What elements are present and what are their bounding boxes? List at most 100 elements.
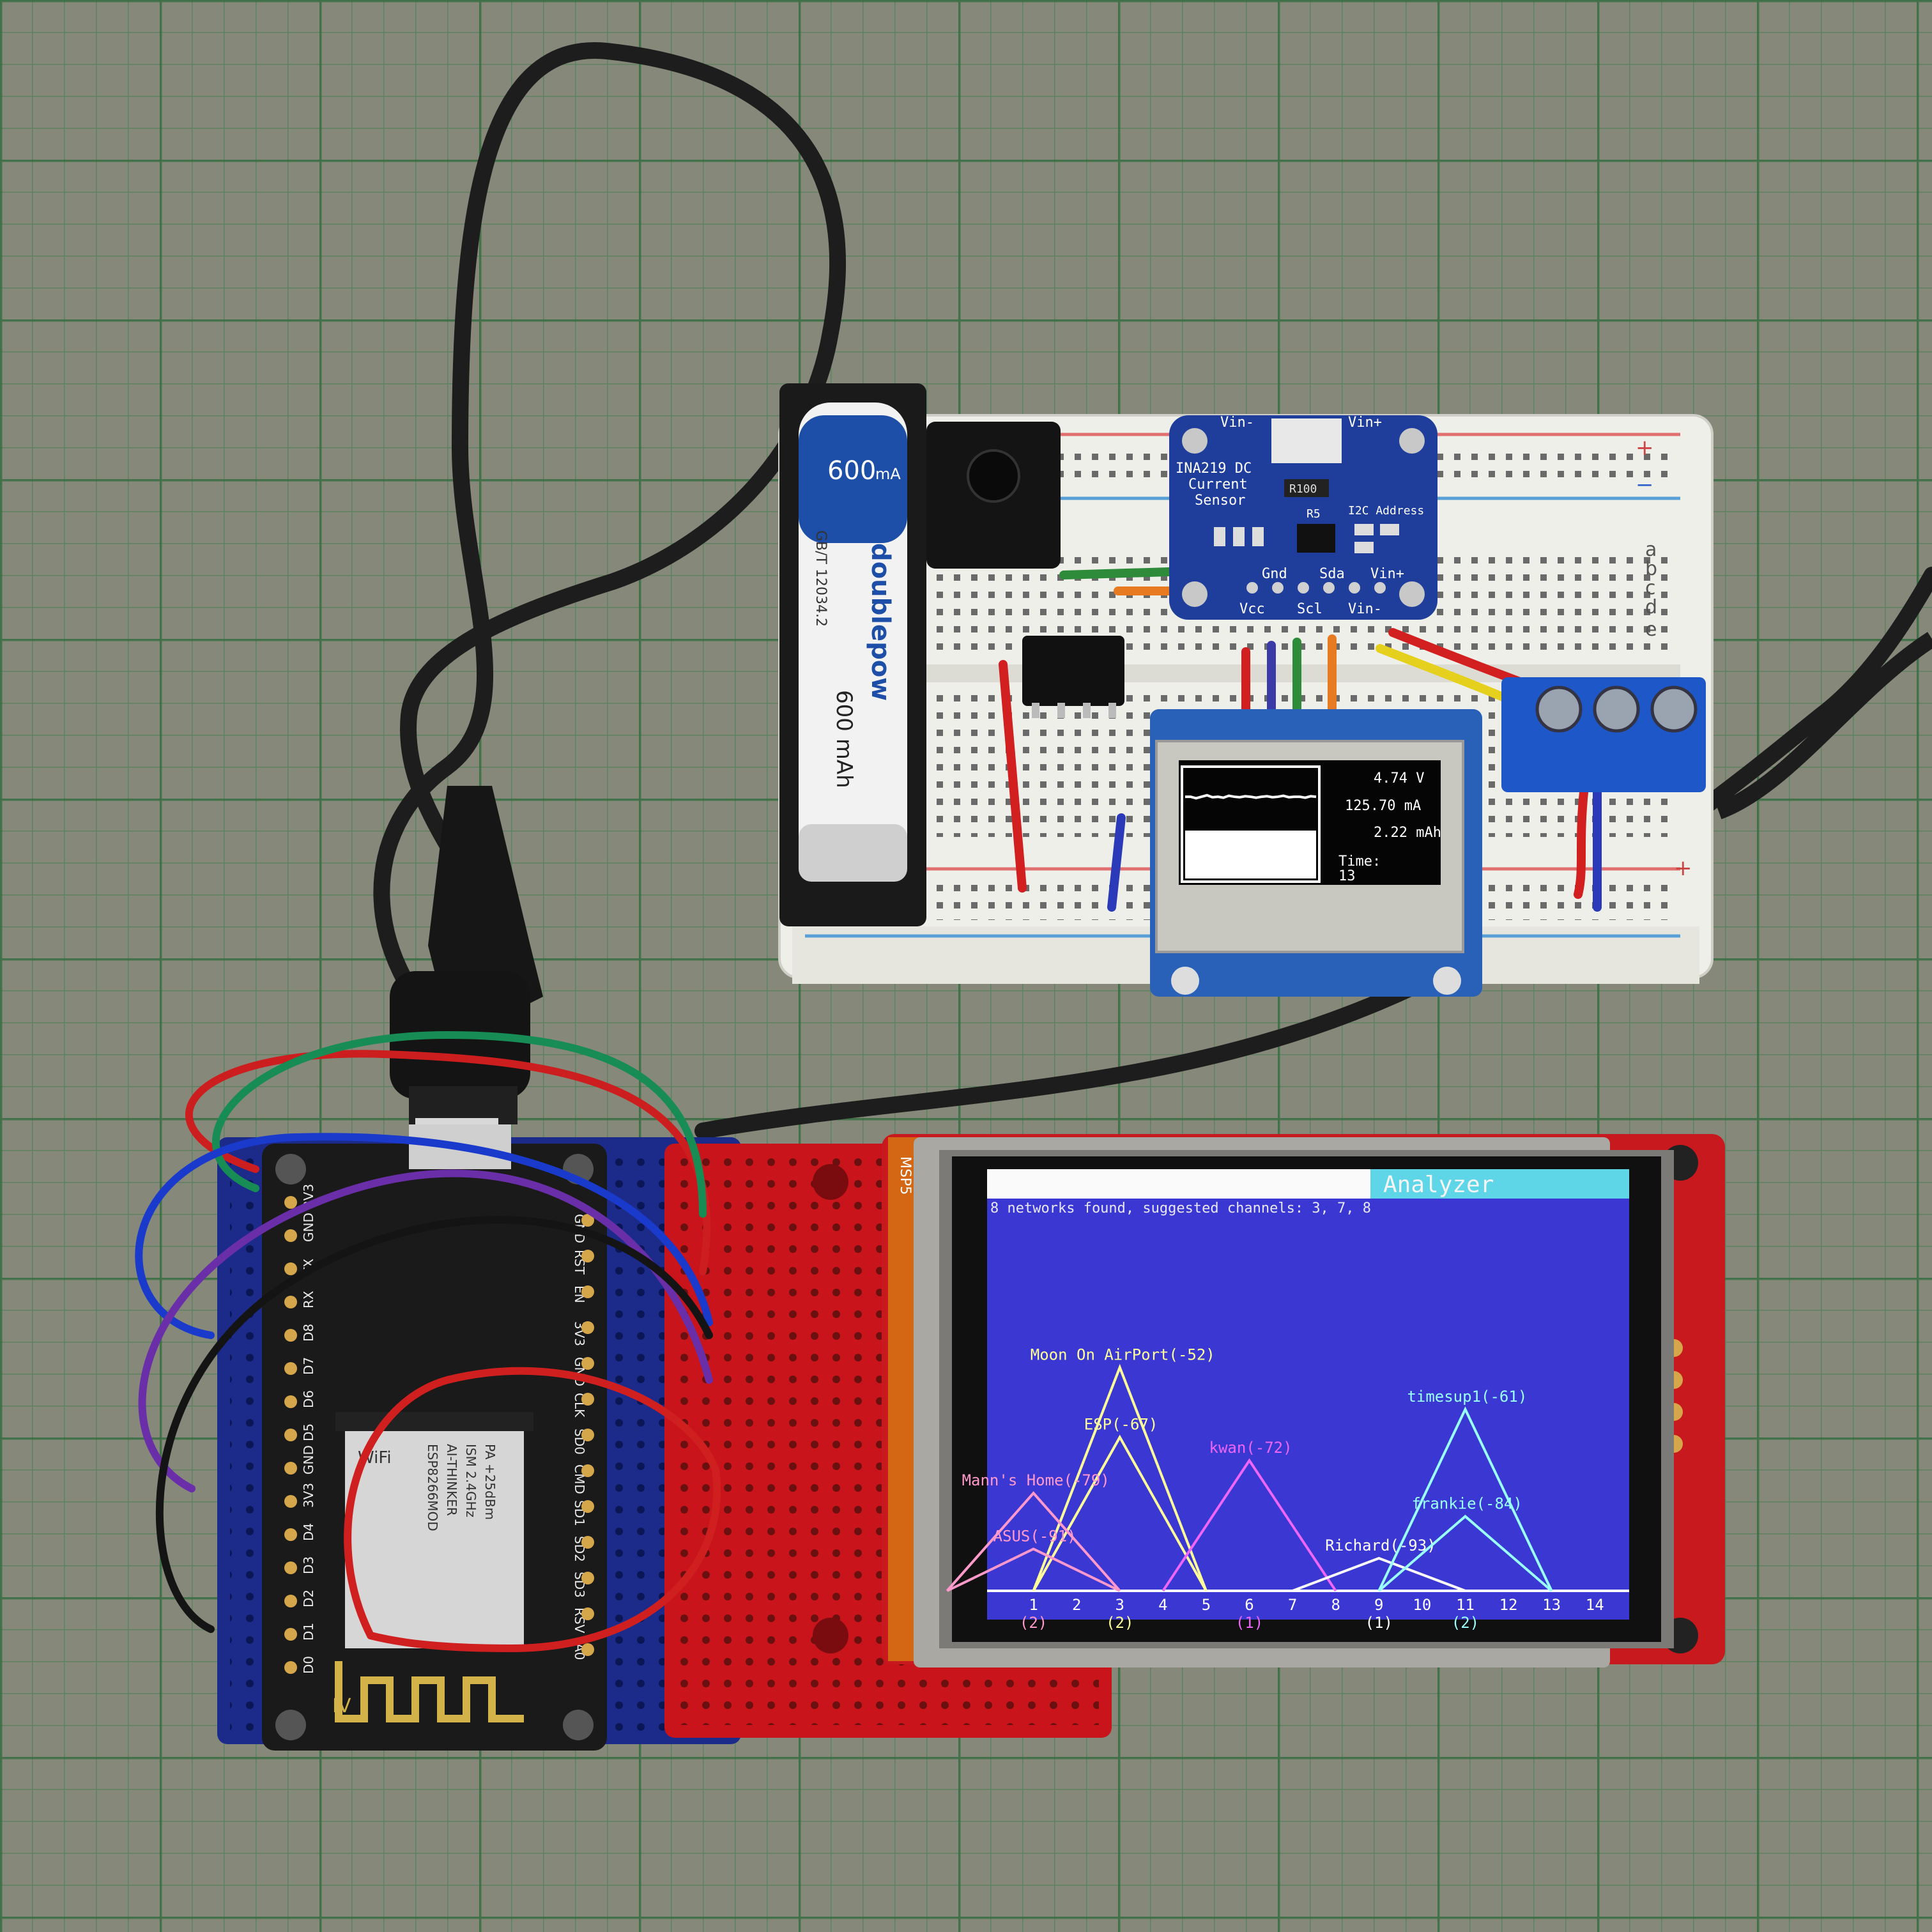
network-curve — [1162, 1458, 1337, 1592]
pin-pad — [581, 1643, 594, 1656]
pin-label-left: D4 — [301, 1523, 316, 1541]
pin-pad — [581, 1214, 594, 1227]
network-label: kwan(-72) — [1209, 1439, 1292, 1457]
channel-count-label: (2) — [1020, 1614, 1047, 1632]
antenna-label: IV — [332, 1695, 351, 1717]
pin-pad — [581, 1572, 594, 1584]
network-label: ASUS(-91) — [993, 1527, 1077, 1545]
tft-connector-label: MSP5 — [897, 1156, 913, 1195]
pin-pad — [284, 1628, 297, 1641]
network-label: Mann's Home(-79) — [962, 1471, 1110, 1489]
oled-module: 4.74 V 125.70 mA 2.22 mAh Time: 13 — [1150, 709, 1482, 997]
jumper-wires — [999, 567, 1602, 912]
pin-pad — [284, 1395, 297, 1408]
network-label: timesup1(-61) — [1407, 1388, 1527, 1406]
oled-energy: 2.22 mAh — [1374, 825, 1441, 841]
x-tick-label: 6 — [1245, 1596, 1254, 1614]
oled-trace-fill — [1185, 831, 1316, 878]
pin-pad — [284, 1329, 297, 1342]
oled-trace-box — [1181, 765, 1321, 883]
pin-pad — [284, 1661, 297, 1674]
network-label: ESP(-67) — [1084, 1416, 1158, 1434]
network-curve — [1032, 1363, 1208, 1591]
x-tick-label: 10 — [1413, 1596, 1431, 1614]
pin-pad — [581, 1536, 594, 1549]
ina219-subtitle2: Sensor — [1195, 493, 1245, 509]
x-tick-label: 5 — [1202, 1596, 1211, 1614]
oled-time-value: 13 — [1338, 868, 1356, 884]
pin-label-left: GND — [301, 1213, 316, 1242]
pin-pad — [581, 1321, 594, 1334]
x-tick-label: 9 — [1374, 1596, 1383, 1614]
push-button — [926, 422, 1061, 569]
usb-plug — [390, 786, 543, 1144]
pin-pad — [284, 1561, 297, 1574]
network-label: frankie(-84) — [1411, 1494, 1522, 1512]
pin-label-left: D3 — [301, 1556, 316, 1574]
pin-label-left: 3V3 — [301, 1483, 316, 1508]
row-letter-d: d — [1645, 596, 1657, 618]
x-tick-label: 8 — [1331, 1596, 1340, 1614]
battery-holder: 600 mA doublepow 600 mAh GB/T 12034.2 — [779, 383, 926, 926]
tft-status: 8 networks found, suggested channels: 3,… — [990, 1200, 1371, 1216]
pin-label-left: RX — [301, 1291, 316, 1308]
x-tick-label: 14 — [1586, 1596, 1604, 1614]
oled-time-label: Time: — [1338, 854, 1381, 870]
pin-pad — [581, 1464, 594, 1477]
pin-label-left: D0 — [301, 1656, 316, 1674]
pin-pad — [581, 1285, 594, 1298]
network-label: Moon On AirPort(-52) — [1031, 1346, 1215, 1363]
battery-unit: mA — [875, 465, 901, 483]
ina219-resistor: R100 — [1289, 482, 1317, 496]
pin-label-left: D6 — [301, 1390, 316, 1408]
ina219-pin-vcc: Vcc — [1239, 601, 1265, 617]
rail-plus-top: + — [1636, 435, 1654, 461]
pin-pad — [284, 1528, 297, 1541]
ina219-pin-sda: Sda — [1319, 566, 1345, 582]
ina219-subtitle1: Current — [1188, 477, 1248, 493]
network-curve — [946, 1547, 1121, 1592]
network-label: Richard(-93) — [1325, 1537, 1436, 1554]
oled-current: 125.70 mA — [1345, 798, 1421, 814]
x-tick-label: 2 — [1072, 1596, 1081, 1614]
module-line1: ESP8266MOD — [425, 1444, 440, 1531]
row-letter-e: e — [1645, 618, 1657, 641]
battery-standard: GB/T 12034.2 — [813, 530, 829, 627]
nodemcu-board: IV WiFi ESP8266MOD AI-THINKER ISM 2.4GHz… — [262, 1124, 607, 1751]
pin-pad — [581, 1393, 594, 1406]
x-tick-label: 4 — [1158, 1596, 1167, 1614]
ina219-r5: R5 — [1307, 507, 1321, 521]
x-tick-label: 11 — [1456, 1596, 1475, 1614]
network-curve — [1032, 1434, 1208, 1591]
pin-label-left: D1 — [301, 1623, 316, 1641]
network-curve — [946, 1491, 1121, 1592]
pin-pad — [284, 1362, 297, 1375]
pin-label-left: D8 — [301, 1324, 316, 1342]
ina219-vin-minus: Vin- — [1220, 415, 1254, 431]
pin-pad — [581, 1500, 594, 1513]
row-letter-a: a — [1645, 539, 1657, 561]
screw-terminal — [1501, 677, 1706, 792]
x-tick-label: 7 — [1288, 1596, 1297, 1614]
battery-brand: doublepow — [866, 543, 895, 701]
pin-label-left: D5 — [301, 1423, 316, 1441]
channel-count-label: (1) — [1236, 1614, 1263, 1632]
pin-label-left: GND — [301, 1445, 316, 1475]
network-curve — [1377, 1406, 1553, 1591]
ina219-pin-gnd: Gnd — [1262, 566, 1287, 582]
row-letter-c: c — [1645, 577, 1656, 599]
x-tick-label: 12 — [1499, 1596, 1518, 1614]
tft-screen — [987, 1169, 1629, 1620]
row-letter-b: b — [1645, 558, 1657, 580]
ina219-pin-vinplus: Vin+ — [1370, 566, 1404, 582]
row-letters: a b c d e — [1645, 539, 1657, 641]
ina219-pin-scl: Scl — [1297, 601, 1322, 617]
usb-cable — [373, 42, 847, 1056]
network-curve — [1292, 1556, 1466, 1592]
x-tick-label: 3 — [1116, 1596, 1124, 1614]
tft-header-left: ESP8266 WiFi — [997, 1172, 1163, 1198]
pin-pad — [581, 1357, 594, 1370]
x-tick-label: 1 — [1029, 1596, 1038, 1614]
